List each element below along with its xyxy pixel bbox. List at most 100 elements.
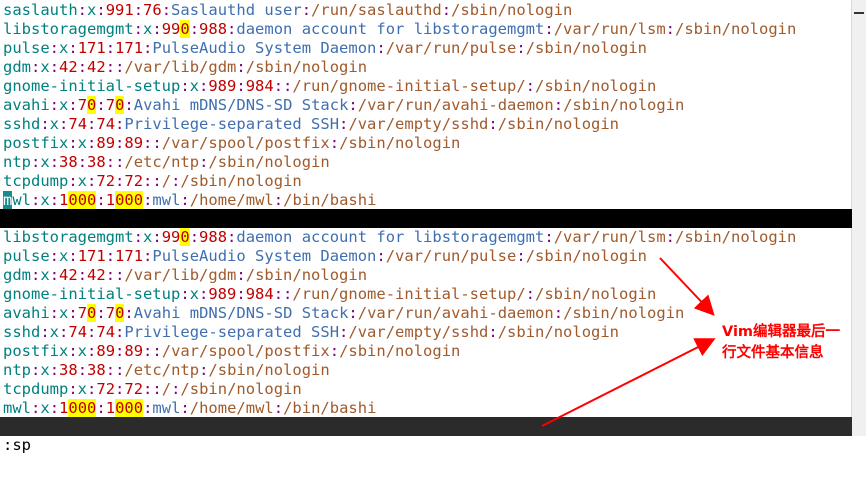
text-token: 1 — [105, 191, 116, 209]
text-token: /sbin/nologin — [180, 172, 302, 190]
text-token: : — [115, 172, 125, 190]
text-token: : — [339, 323, 349, 341]
text-token: x — [189, 285, 199, 303]
text-token: postfix — [3, 342, 69, 360]
text-token: : — [105, 39, 116, 57]
text-token: : — [329, 134, 340, 152]
text-token: mwl — [3, 399, 31, 417]
text-token: : — [49, 266, 60, 284]
text-line[interactable]: gdm:x:42:42::/var/lib/gdm:/sbin/nologin — [0, 58, 852, 77]
text-token: : — [236, 266, 246, 284]
text-token: /run/saslauthd — [311, 1, 442, 19]
scroll-up-icon[interactable] — [854, 4, 864, 14]
text-token: : — [68, 134, 78, 152]
text-token: : — [376, 39, 386, 57]
text-line[interactable]: ntp:x:38:38::/etc/ntp:/sbin/nologin — [0, 361, 852, 380]
text-token: : — [283, 285, 293, 303]
text-token: 89 — [124, 134, 144, 152]
text-token: : — [40, 323, 50, 341]
text-token: : — [68, 342, 78, 360]
top-editor-pane[interactable]: saslauth:x:991:76:Saslauthd user:/run/sa… — [0, 1, 852, 210]
status-filename: /etc/passwd — [21, 228, 125, 246]
text-token: : — [96, 399, 106, 417]
scrollbar[interactable] — [851, 0, 866, 436]
text-token: : — [339, 115, 349, 133]
text-token: : — [133, 228, 143, 246]
text-line[interactable]: libstoragemgmt:x:990:988:daemon account … — [0, 20, 852, 39]
text-token: : — [68, 380, 78, 398]
text-token: 000 — [68, 191, 97, 209]
text-line[interactable]: sshd:x:74:74:Privilege-separated SSH:/va… — [0, 115, 852, 134]
text-token: /sbin/nologin — [339, 342, 461, 360]
text-token: gdm — [3, 266, 31, 284]
text-token: tcpdump — [3, 380, 69, 398]
text-line[interactable]: ntp:x:38:38::/etc/ntp:/sbin/nologin — [0, 153, 852, 172]
text-token: : — [143, 134, 153, 152]
text-line[interactable]: postfix:x:89:89::/var/spool/postfix:/sbi… — [0, 342, 852, 361]
text-token: : — [115, 380, 125, 398]
text-token: : — [348, 304, 358, 322]
command-line[interactable]: :sp — [3, 436, 31, 454]
text-line[interactable]: saslauth:x:991:76:Saslauthd user:/run/sa… — [0, 1, 852, 20]
text-token: : — [68, 96, 78, 114]
text-token: : — [77, 58, 88, 76]
text-token: : — [115, 58, 125, 76]
text-token: 89 — [96, 134, 116, 152]
text-token: : — [152, 20, 162, 38]
text-line[interactable]: pulse:x:171:171:PulseAudio System Daemon… — [0, 39, 852, 58]
text-token: : — [189, 228, 200, 246]
text-token: 38 — [59, 361, 78, 379]
text-line[interactable]: avahi:x:70:70:Avahi mDNS/DNS-SD Stack:/v… — [0, 96, 852, 115]
text-line[interactable]: avahi:x:70:70:Avahi mDNS/DNS-SD Stack:/v… — [0, 304, 852, 323]
text-token: : — [105, 247, 116, 265]
text-token: x — [40, 153, 50, 171]
text-token: : — [49, 361, 60, 379]
text-token: : — [96, 1, 106, 19]
text-token: 38 — [87, 153, 106, 171]
text-line[interactable]: tcpdump:x:72:72::/:/sbin/nologin — [0, 380, 852, 399]
text-token: 000 — [115, 399, 144, 417]
text-line[interactable]: libstoragemgmt:x:990:988:daemon account … — [0, 228, 852, 247]
text-line[interactable]: mwl:x:1000:1000:mwl:/home/mwl:/bin/bashi — [0, 399, 852, 418]
text-line[interactable]: gdm:x:42:42::/var/lib/gdm:/sbin/nologin — [0, 266, 852, 285]
text-token: /var/run/avahi-daemon — [357, 96, 554, 114]
text-line[interactable]: tcpdump:x:72:72::/:/sbin/nologin — [0, 172, 852, 191]
text-token: : — [236, 77, 246, 95]
bottom-editor-pane[interactable]: libstoragemgmt:x:990:988:daemon account … — [0, 228, 852, 418]
text-line[interactable]: gnome-initial-setup:x:989:984::/run/gnom… — [0, 285, 852, 304]
text-token: /sbin/nologin — [525, 247, 648, 265]
text-token: 1 — [59, 399, 69, 417]
text-token: /sbin/nologin — [497, 323, 620, 341]
text-token: : — [180, 285, 190, 303]
text-token: /var/spool/postfix — [161, 134, 330, 152]
text-token: x — [40, 191, 50, 209]
text-token: : — [31, 191, 41, 209]
text-token: 72 — [124, 380, 144, 398]
text-line[interactable]: mwl:x:1000:1000:mwl:/home/mwl:/bin/bashi — [0, 191, 852, 210]
text-token: : — [49, 96, 60, 114]
text-token: : — [273, 191, 284, 209]
text-token: mwl — [152, 191, 181, 209]
text-token: 7 — [105, 304, 116, 322]
text-token: : — [227, 20, 237, 38]
text-token: : — [105, 361, 116, 379]
text-token: : — [68, 39, 78, 57]
text-token: gdm — [3, 58, 31, 76]
text-token: : — [516, 39, 526, 57]
text-token: : — [49, 39, 60, 57]
text-token: 171 — [115, 39, 144, 57]
text-line[interactable]: sshd:x:74:74:Privilege-separated SSH:/va… — [0, 323, 852, 342]
text-token: : — [87, 134, 97, 152]
text-token: daemon account for libstoragemgmt — [236, 228, 545, 246]
text-token: : — [441, 1, 452, 19]
text-line[interactable]: postfix:x:89:89::/var/spool/postfix:/sbi… — [0, 134, 852, 153]
annotation-line-2: 行文件基本信息 — [722, 345, 824, 361]
text-token: : — [152, 228, 162, 246]
text-token: : — [59, 115, 69, 133]
text-line[interactable]: pulse:x:171:171:PulseAudio System Daemon… — [0, 247, 852, 266]
text-line[interactable]: gnome-initial-setup:x:989:984::/run/gnom… — [0, 77, 852, 96]
text-token: 1 — [59, 191, 69, 209]
text-token: : — [152, 342, 162, 360]
text-token: /sbin/nologin — [245, 58, 368, 76]
text-token: Avahi mDNS/DNS-SD Stack — [133, 304, 349, 322]
